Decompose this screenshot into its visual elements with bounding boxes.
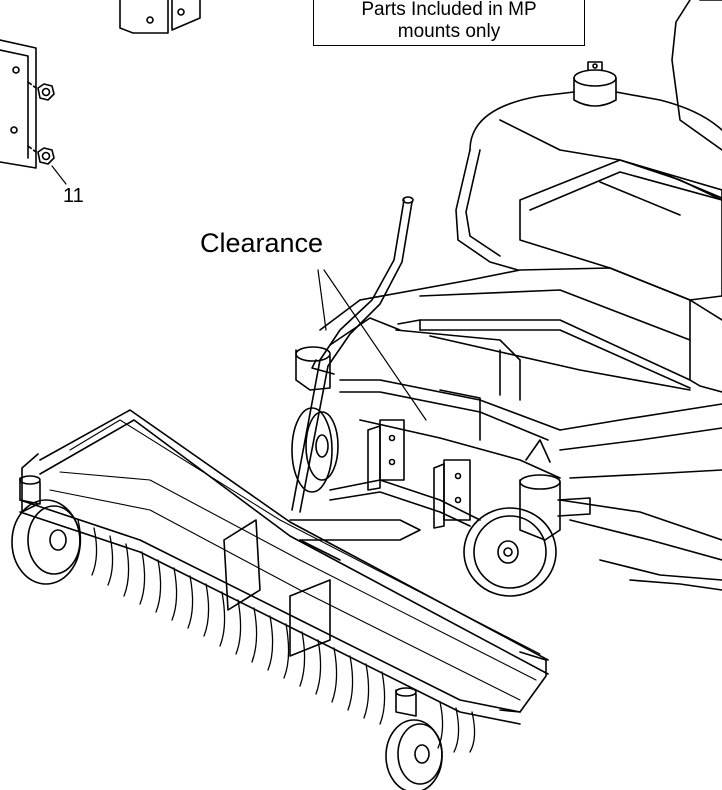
rake-right-wheel [385, 687, 443, 790]
mp-mounts-note: Parts Included in MP mounts only [313, 0, 585, 46]
rake-tines [75, 519, 476, 753]
mower-front-right-caster [463, 439, 591, 597]
bracket-parts [0, 0, 201, 169]
hex-nuts [27, 81, 67, 185]
mount-brackets [289, 419, 481, 561]
handle-bar [291, 196, 414, 513]
mower-front-left-caster [291, 346, 339, 493]
note-line-2: mounts only [397, 21, 501, 42]
clearance-label: Clearance [200, 228, 324, 258]
rake-frame [19, 409, 549, 725]
note-line-1: Parts Included in MP [361, 0, 537, 20]
clearance-leaders [317, 269, 427, 421]
part-number-callout: 11 [63, 185, 84, 207]
mower-body [319, 0, 722, 591]
